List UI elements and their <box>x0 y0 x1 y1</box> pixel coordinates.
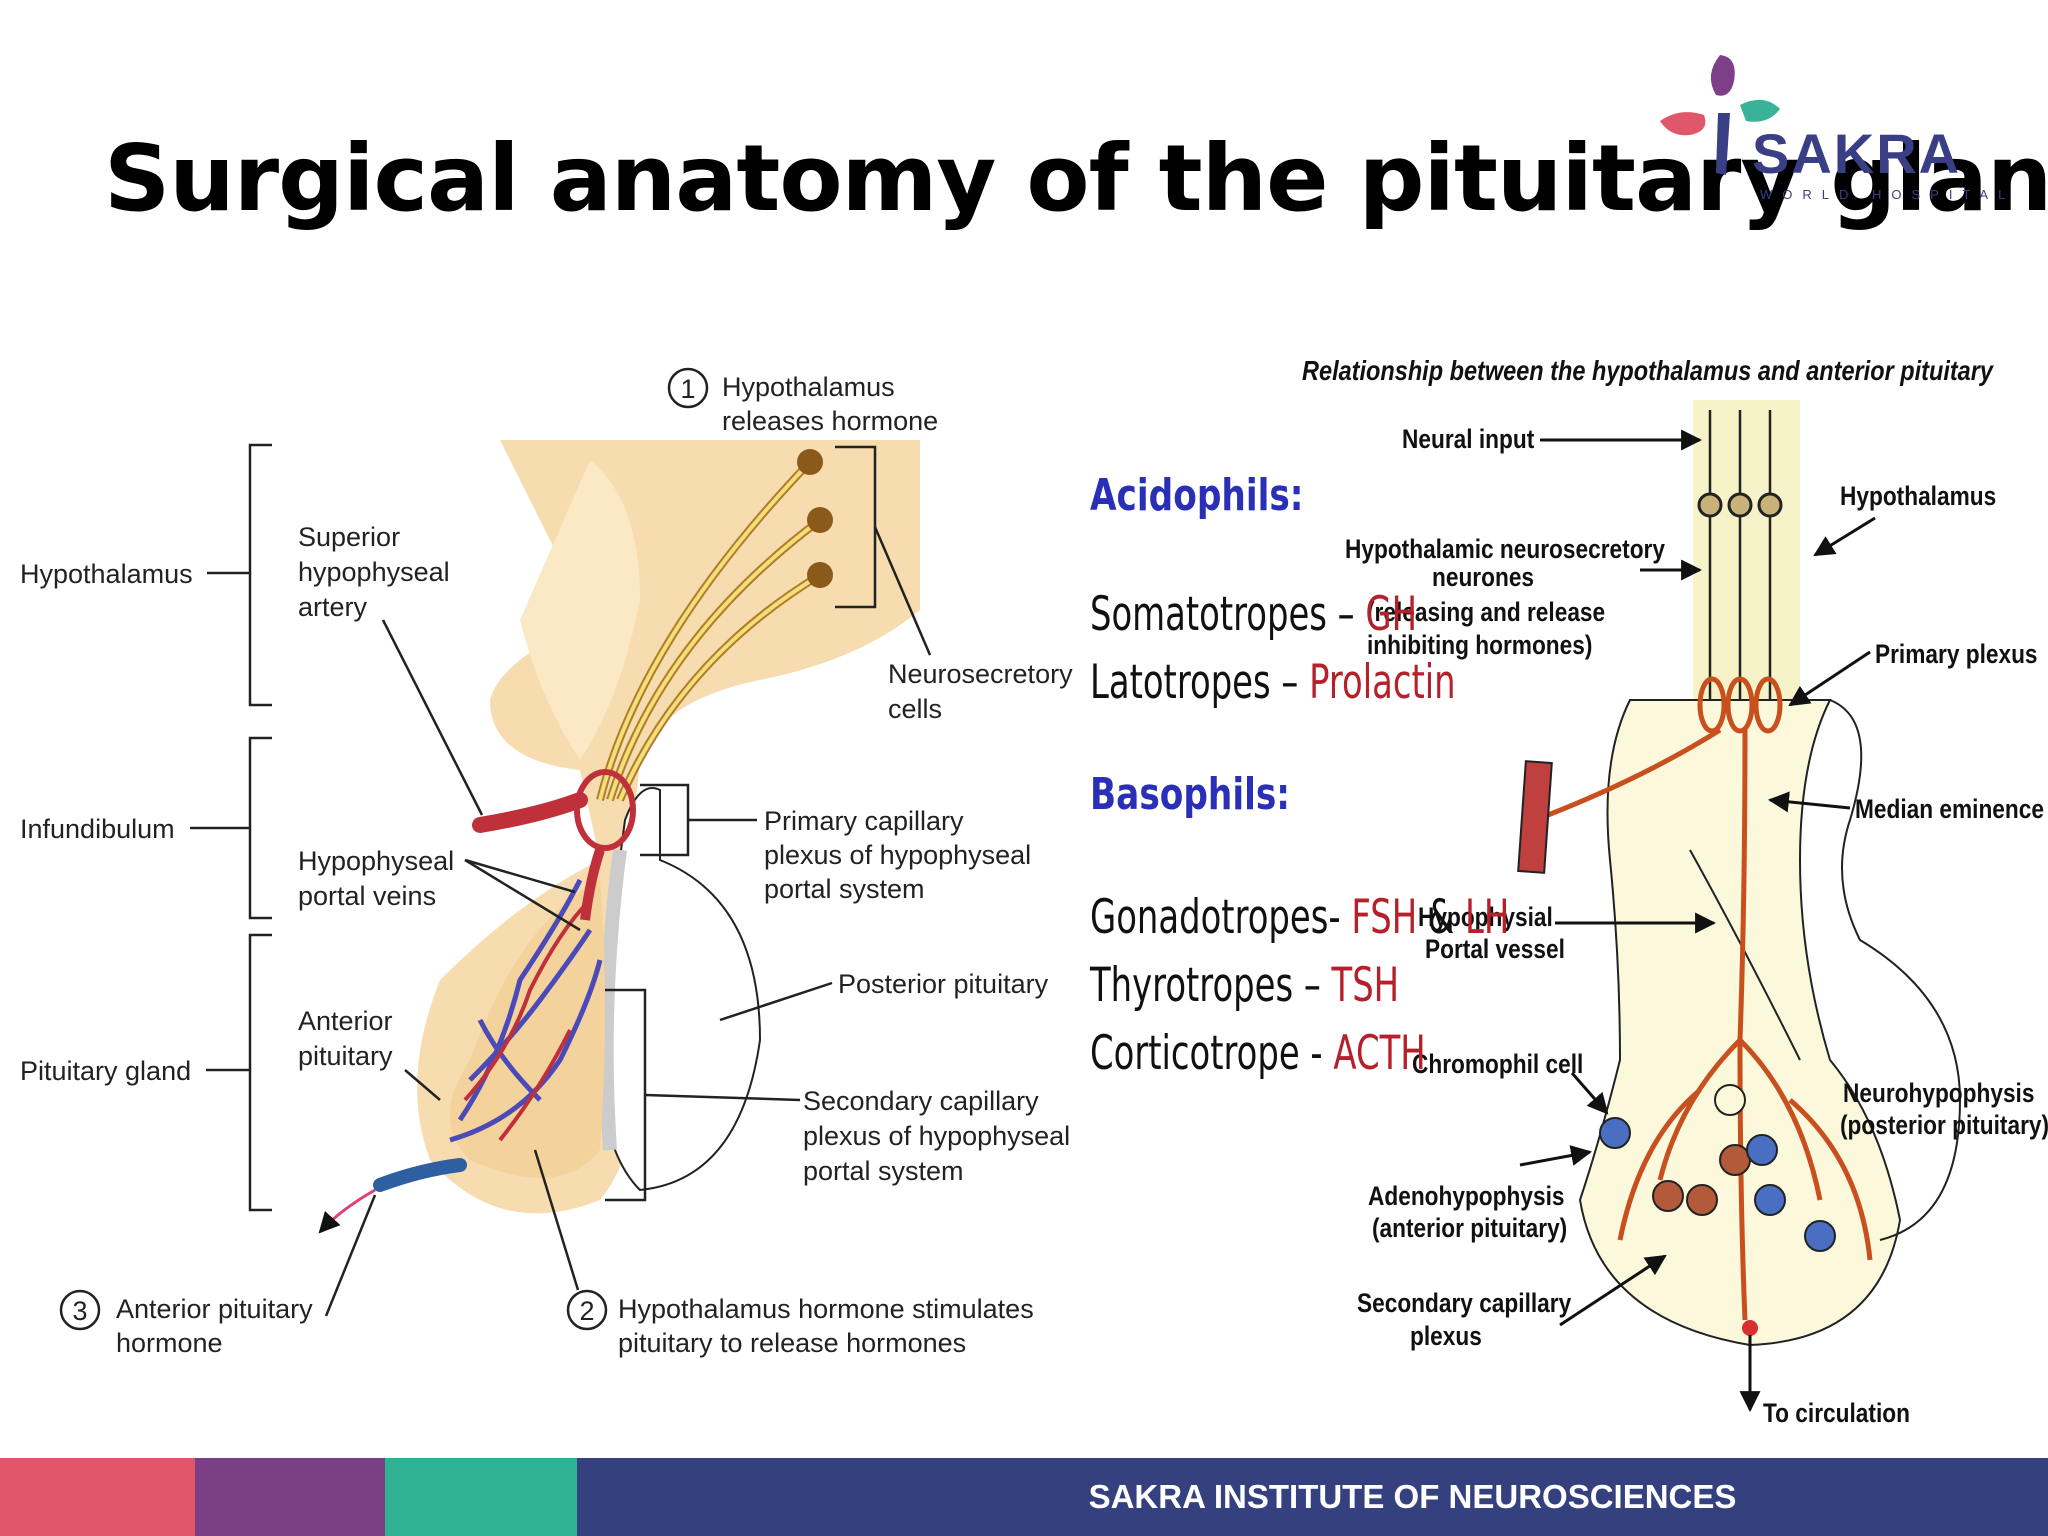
sakra-logo-icon <box>1660 55 1780 175</box>
cell-type-row: Thyrotropes – TSH <box>1090 952 1428 1020</box>
hormone-name: TSH <box>1331 958 1400 1014</box>
label-median-eminence: Median eminence <box>1855 794 2044 824</box>
label-right-neurosecretory-2: neurones <box>1432 562 1534 592</box>
label-superior-artery-2: hypophyseal <box>298 557 450 587</box>
cell-name: Gonadotropes- <box>1090 889 1352 945</box>
left-anatomy-drawing: Hypothalamus Infundibulum Pituitary glan… <box>20 367 1073 1358</box>
hormone-name: LH <box>1465 889 1510 945</box>
footer-segment-pink <box>0 1458 195 1536</box>
logo-wordmark: SAKRA <box>1752 122 1962 185</box>
label-secondary-plexus-1: Secondary capillary <box>803 1086 1039 1116</box>
label-primary-plexus-1: Primary capillary <box>764 806 964 836</box>
step-3-number: 3 <box>72 1296 87 1326</box>
cell-name: Thyrotropes – <box>1090 958 1332 1014</box>
cell-type-row: Latotropes – Prolactin <box>1090 649 1456 717</box>
step-2-line-2: pituitary to release hormones <box>618 1328 966 1358</box>
step-1-line-2: releases hormone <box>722 406 938 436</box>
label-hypothalamus-region: Hypothalamus <box>20 559 193 589</box>
footer-text: SAKRA INSTITUTE OF NEUROSCIENCES <box>577 1458 2048 1536</box>
label-right-secondary-plexus-1: Secondary capillary <box>1357 1288 1571 1318</box>
label-chromophil-cell: Chromophil cell <box>1412 1049 1583 1079</box>
cell-name: Corticotrope - <box>1090 1026 1334 1082</box>
cell-type-row: Corticotrope - ACTH <box>1090 1020 1428 1088</box>
step-2-number: 2 <box>579 1296 594 1326</box>
label-adenohypophysis-1: Adenohypophysis <box>1368 1181 1564 1211</box>
label-right-secondary-plexus-2: plexus <box>1410 1321 1482 1351</box>
label-right-neurosecretory-3: (releasing and release <box>1367 597 1605 627</box>
label-anterior-pituitary-2: pituitary <box>298 1041 393 1071</box>
label-right-primary-plexus: Primary plexus <box>1875 639 2038 669</box>
label-right-neurosecretory-4: inhibiting hormones) <box>1367 630 1592 660</box>
label-neural-input: Neural input <box>1402 424 1534 454</box>
cell-types-panel: Acidophils: Somatotropes – GH Latotropes… <box>1090 470 1560 1088</box>
hormone-name: ACTH <box>1333 1026 1426 1082</box>
label-pituitary-gland-region: Pituitary gland <box>20 1056 191 1086</box>
label-primary-plexus-2: plexus of hypophyseal <box>764 840 1031 870</box>
label-neurosecretory-1: Neurosecretory <box>888 659 1073 689</box>
label-secondary-plexus-2: plexus of hypophyseal <box>803 1121 1070 1151</box>
acidophils-heading: Acidophils: <box>1090 470 1304 521</box>
label-secondary-plexus-3: portal system <box>803 1156 964 1186</box>
label-portal-veins-1: Hypophyseal <box>298 846 454 876</box>
label-adenohypophysis-2: (anterior pituitary) <box>1372 1213 1567 1243</box>
step-1-number: 1 <box>680 374 695 404</box>
step-3-line-1: Anterior pituitary <box>116 1294 313 1324</box>
label-neurosecretory-2: cells <box>888 694 942 724</box>
label-to-circulation: To circulation <box>1763 1398 1910 1428</box>
hormone-name: Prolactin <box>1309 654 1456 710</box>
hormone-joiner: & <box>1417 889 1466 945</box>
label-portal-vessel-1: Hypophysial <box>1418 902 1553 932</box>
label-neurohypophysis-1: Neurohypophysis <box>1843 1078 2034 1108</box>
label-anterior-pituitary-1: Anterior <box>298 1006 393 1036</box>
label-right-hypothalamus: Hypothalamus <box>1840 481 1996 511</box>
label-superior-artery-3: artery <box>298 592 368 622</box>
label-portal-veins-2: portal veins <box>298 881 436 911</box>
footer-segment-purple <box>195 1458 385 1536</box>
right-relationship-drawing: Relationship between the hypothalamus an… <box>1302 356 2048 1428</box>
basophils-heading: Basophils: <box>1090 769 1291 821</box>
step-1-line-1: Hypothalamus <box>722 372 895 402</box>
label-primary-plexus-3: portal system <box>764 874 925 904</box>
label-portal-vessel-2: Portal vessel <box>1425 934 1565 964</box>
footer-bar: SAKRA INSTITUTE OF NEUROSCIENCES <box>0 1458 2048 1536</box>
label-posterior-pituitary: Posterior pituitary <box>838 969 1049 999</box>
cell-type-row: Gonadotropes- FSH & LH <box>1090 884 1509 952</box>
step-2-line-1: Hypothalamus hormone stimulates <box>618 1294 1034 1324</box>
label-neurohypophysis-2: (posterior pituitary) <box>1840 1110 2048 1140</box>
hormone-name: FSH <box>1351 889 1418 945</box>
label-right-neurosecretory-1: Hypothalamic neurosecretory <box>1345 534 1665 564</box>
logo-subtext: WORLD HOSPITAL <box>1760 187 2016 202</box>
cell-name: Somatotropes – <box>1090 586 1366 642</box>
step-3-line-2: hormone <box>116 1328 223 1358</box>
cell-type-row: Somatotropes – GH <box>1090 581 1428 649</box>
label-superior-artery-1: Superior <box>298 522 400 552</box>
cell-name: Latotropes – <box>1090 654 1310 710</box>
right-diagram-title: Relationship between the hypothalamus an… <box>1302 356 1994 386</box>
hormone-name: GH <box>1365 586 1418 642</box>
footer-segment-teal <box>385 1458 577 1536</box>
label-infundibulum-region: Infundibulum <box>20 814 175 844</box>
